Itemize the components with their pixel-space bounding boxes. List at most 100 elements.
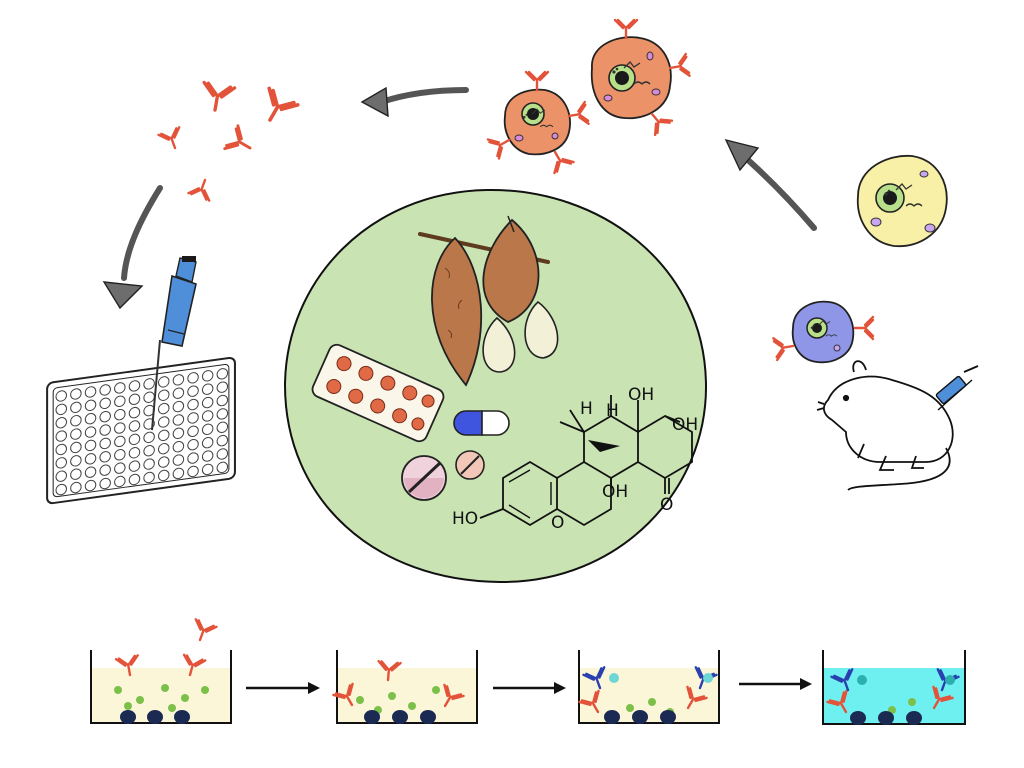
well xyxy=(55,470,68,482)
well xyxy=(99,437,111,450)
well xyxy=(201,450,214,462)
well xyxy=(99,477,111,490)
chemical-structure: H H OH OH OH HO O O xyxy=(452,385,698,533)
capsule-icon xyxy=(453,410,510,436)
well xyxy=(55,443,68,456)
well xyxy=(187,425,199,438)
mouse-icon xyxy=(816,360,954,491)
well xyxy=(128,460,141,472)
well xyxy=(187,412,199,424)
well xyxy=(128,433,141,446)
well xyxy=(55,403,68,416)
well xyxy=(114,449,126,461)
well xyxy=(84,426,97,438)
well xyxy=(187,385,199,397)
well xyxy=(157,443,170,455)
well xyxy=(201,410,214,422)
well xyxy=(70,415,82,427)
hybridoma-cell-small xyxy=(486,70,590,175)
chem-label-h1: H xyxy=(580,399,593,419)
chem-label-oh-bottom: OH xyxy=(602,482,628,502)
chem-label-ring-o: O xyxy=(551,513,564,533)
well xyxy=(172,387,185,399)
bulbils-icon xyxy=(482,215,559,373)
well xyxy=(55,390,68,402)
well xyxy=(187,372,199,384)
well xyxy=(157,469,170,482)
well xyxy=(216,408,229,420)
well xyxy=(157,429,170,442)
well xyxy=(157,376,170,388)
well xyxy=(143,458,155,470)
well xyxy=(55,430,68,442)
well xyxy=(84,412,97,425)
well xyxy=(143,445,155,457)
well xyxy=(99,384,111,396)
arrow-step-2-3 xyxy=(493,682,566,694)
well xyxy=(99,424,111,436)
well xyxy=(114,435,126,448)
well xyxy=(201,436,214,449)
well xyxy=(84,466,97,478)
b-cell xyxy=(772,300,875,364)
well xyxy=(216,421,229,433)
well xyxy=(114,408,126,421)
well xyxy=(172,467,185,480)
elisa-step-1 xyxy=(90,618,232,724)
well xyxy=(55,483,68,496)
well xyxy=(70,481,82,494)
well xyxy=(216,434,229,447)
elisa-step-4 xyxy=(822,650,966,725)
well xyxy=(84,399,97,412)
well xyxy=(157,456,170,468)
well xyxy=(70,468,82,480)
well xyxy=(187,398,199,411)
arrow-antibodies-to-plate xyxy=(102,185,163,310)
chem-label-ketone-o: O xyxy=(660,495,673,515)
well xyxy=(172,440,185,453)
well xyxy=(216,368,229,380)
arrow-cells-to-antibodies xyxy=(360,86,469,118)
well xyxy=(201,463,214,476)
well xyxy=(70,441,82,454)
well xyxy=(114,462,126,474)
well xyxy=(201,370,214,382)
well xyxy=(187,438,199,451)
well xyxy=(128,420,141,432)
well xyxy=(128,473,141,486)
well xyxy=(157,416,170,428)
antibodies-icon xyxy=(157,80,300,202)
well xyxy=(99,397,111,410)
well xyxy=(187,465,199,478)
well xyxy=(55,417,68,429)
well xyxy=(201,383,214,395)
well xyxy=(143,431,155,444)
well xyxy=(172,414,185,426)
well xyxy=(216,461,229,474)
center-circle xyxy=(283,188,708,584)
well xyxy=(143,378,155,390)
chem-label-oh-top: OH xyxy=(628,385,654,405)
chem-label-h2: H xyxy=(606,401,619,421)
well xyxy=(172,374,185,386)
elisa-step-3 xyxy=(578,650,720,724)
well xyxy=(201,396,214,409)
chem-label-ho-left: HO xyxy=(452,509,478,529)
pipette-icon xyxy=(151,256,197,431)
well xyxy=(128,447,141,459)
well xyxy=(55,457,68,469)
well xyxy=(128,380,141,392)
elisa-step-2 xyxy=(332,650,478,724)
well xyxy=(84,453,97,465)
well xyxy=(84,439,97,452)
well xyxy=(99,464,111,476)
well xyxy=(187,452,199,464)
well xyxy=(143,471,155,484)
arrow-step-1-2 xyxy=(246,682,320,694)
well xyxy=(99,451,111,463)
syringe-icon xyxy=(935,365,979,411)
well xyxy=(172,427,185,440)
well xyxy=(128,393,141,405)
well xyxy=(216,381,229,393)
well xyxy=(201,423,214,435)
